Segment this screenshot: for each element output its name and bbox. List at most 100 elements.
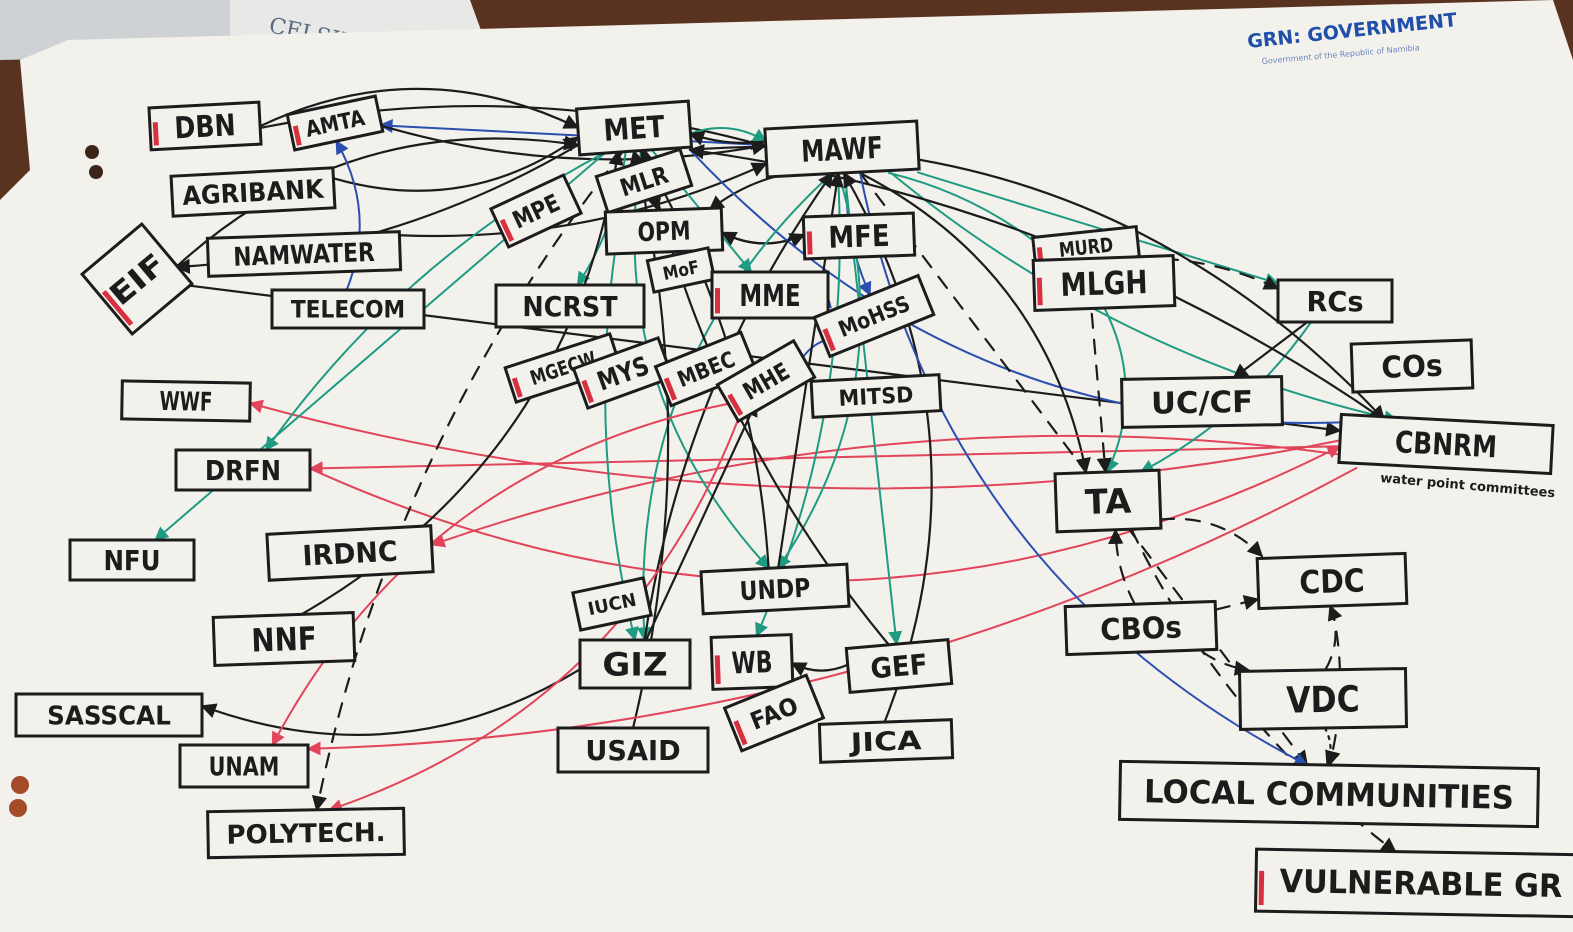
node-dbn[interactable]: DBN xyxy=(147,100,263,152)
node-mawf[interactable]: MAWF xyxy=(763,119,921,179)
node-eif[interactable]: EIF xyxy=(79,221,195,337)
node-fao[interactable]: FAO xyxy=(722,673,826,753)
node-box xyxy=(1120,375,1284,429)
node-local[interactable]: LOCAL COMMUNITIES xyxy=(1117,759,1541,829)
priority-marker xyxy=(581,379,594,404)
node-cos[interactable]: COs xyxy=(1349,338,1475,394)
node-mlr[interactable]: MLR xyxy=(594,147,694,215)
node-telecom[interactable]: TELECOM xyxy=(270,288,426,330)
node-box xyxy=(801,211,917,261)
node-box xyxy=(169,166,337,218)
edge-cbos-to-cdc xyxy=(1214,595,1260,611)
node-agribank[interactable]: AGRIBANK xyxy=(169,166,337,218)
punch-hole xyxy=(89,165,103,179)
node-cbnrm[interactable]: CBNRM xyxy=(1337,412,1555,476)
node-ncrst[interactable]: NCRST xyxy=(494,283,646,329)
node-box xyxy=(178,743,310,789)
node-label: SASSCAL xyxy=(47,701,171,731)
priority-marker xyxy=(511,377,523,398)
node-label: GEF xyxy=(869,648,929,686)
node-box xyxy=(1237,667,1409,731)
node-box xyxy=(817,718,955,764)
node-box xyxy=(1063,599,1219,657)
node-mfe[interactable]: MFE xyxy=(801,211,917,261)
node-gef[interactable]: GEF xyxy=(844,638,954,694)
node-nnf[interactable]: NNF xyxy=(211,611,357,667)
node-label: TELECOM xyxy=(291,296,405,324)
node-usaid[interactable]: USAID xyxy=(556,726,710,774)
node-wwf[interactable]: WWF xyxy=(120,379,252,423)
node-amta[interactable]: AMTA xyxy=(285,94,385,152)
node-drfn[interactable]: DRFN xyxy=(174,448,312,492)
node-mys[interactable]: MYS xyxy=(571,335,675,411)
punch-hole xyxy=(9,799,27,817)
node-box xyxy=(844,638,954,694)
node-met[interactable]: MET xyxy=(574,99,694,157)
edge-mawf-to-rcs xyxy=(917,171,1280,287)
node-namwater[interactable]: NAMWATER xyxy=(205,230,403,278)
node-wb[interactable]: WB xyxy=(709,633,795,691)
node-vdc[interactable]: VDC xyxy=(1237,667,1409,731)
priority-marker xyxy=(1036,277,1043,306)
node-box xyxy=(488,173,584,249)
node-mlgh[interactable]: MLGH xyxy=(1031,254,1177,312)
node-label: CBOs xyxy=(1100,610,1183,648)
node-polytech[interactable]: POLYTECH. xyxy=(206,806,406,860)
node-box xyxy=(120,379,252,423)
node-mof[interactable]: MoF xyxy=(645,246,717,294)
node-label: RCs xyxy=(1306,285,1363,318)
node-box xyxy=(556,726,710,774)
node-box xyxy=(1053,468,1163,534)
node-box xyxy=(1031,254,1177,312)
node-mbec[interactable]: MBEC xyxy=(653,330,759,408)
node-giz[interactable]: GIZ xyxy=(578,638,692,690)
node-box xyxy=(763,119,921,179)
node-jica[interactable]: JICA xyxy=(817,718,955,764)
node-label: MFE xyxy=(828,219,890,256)
node-nfu[interactable]: NFU xyxy=(68,538,196,582)
node-label: JICA xyxy=(848,726,922,759)
node-mme[interactable]: MME xyxy=(710,270,830,320)
node-undp[interactable]: UNDP xyxy=(699,562,851,616)
node-opm[interactable]: OPM xyxy=(603,206,725,256)
node-box xyxy=(603,206,725,256)
node-mpe[interactable]: MPE xyxy=(488,173,584,249)
node-label: TA xyxy=(1084,481,1132,523)
node-cdc[interactable]: CDC xyxy=(1255,551,1409,611)
priority-marker xyxy=(733,720,748,746)
node-rcs[interactable]: RCs xyxy=(1276,278,1394,324)
node-mitsd[interactable]: MITSD xyxy=(809,373,943,419)
node-label: VDC xyxy=(1286,679,1360,721)
node-box xyxy=(710,270,830,320)
edge-cbos-to-vdc xyxy=(1201,650,1251,676)
node-label: WWF xyxy=(159,387,213,418)
edge-cbnrm-to-wwf xyxy=(248,399,1341,490)
node-vuln[interactable]: VULNERABLE GR xyxy=(1253,847,1573,919)
edge-mawf-to-local xyxy=(859,172,1309,766)
node-label: COs xyxy=(1381,349,1443,386)
node-uccf[interactable]: UC/CF xyxy=(1120,375,1284,429)
node-label: CDC xyxy=(1299,561,1366,601)
edge-ta-to-cdc xyxy=(1158,517,1264,558)
node-irdnc[interactable]: IRDNC xyxy=(265,524,435,582)
node-label: OPM xyxy=(637,216,691,248)
edge-cbnrm-to-drfn xyxy=(308,445,1341,476)
node-label: UNAM xyxy=(209,752,280,782)
edge-giz-to-mhe xyxy=(645,400,758,642)
node-ta[interactable]: TA xyxy=(1053,468,1163,534)
node-cbos[interactable]: CBOs xyxy=(1063,599,1219,657)
node-unam[interactable]: UNAM xyxy=(178,743,310,789)
priority-marker xyxy=(727,393,744,417)
node-box xyxy=(571,335,675,411)
node-label: MET xyxy=(602,110,666,149)
edge-agribank-to-met xyxy=(332,136,580,192)
node-label: UNDP xyxy=(739,574,811,608)
node-label: POLYTECH. xyxy=(226,818,386,851)
node-sasscal[interactable]: SASSCAL xyxy=(14,692,204,738)
edge-mhe-to-unam xyxy=(271,401,739,747)
node-box xyxy=(285,94,385,152)
node-iucn[interactable]: IUCN xyxy=(571,576,653,632)
priority-marker xyxy=(499,218,515,242)
